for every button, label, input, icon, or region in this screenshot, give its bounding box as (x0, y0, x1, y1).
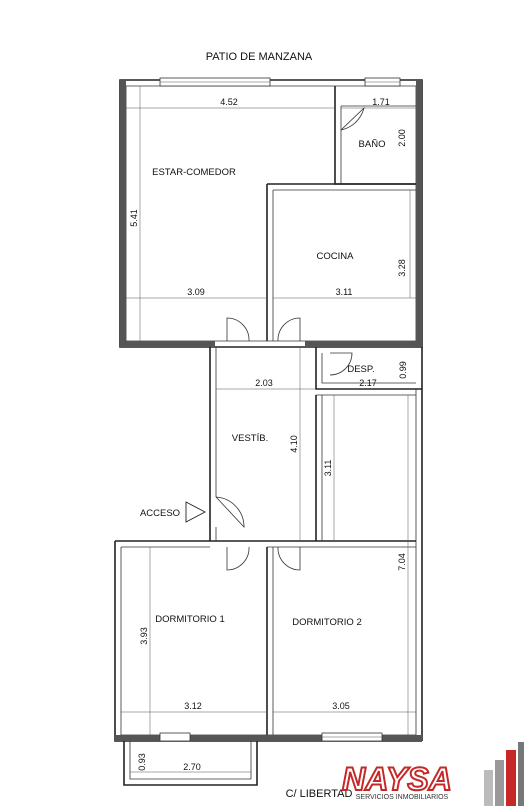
door-dorm2 (277, 546, 301, 571)
room-dormitorio-1: DORMITORIO 1 (155, 614, 225, 625)
naysa-logo: NAYSA SERVICIOS INMOBILIARIOS (341, 742, 524, 806)
logo-brand: NAYSA (342, 761, 452, 797)
room-vestibulo: VESTÍB. (232, 433, 268, 444)
dim-despensa-height: 0.99 (398, 361, 408, 379)
door-bano (340, 106, 365, 131)
dim-estar-height: 5.41 (129, 209, 139, 227)
dim-dorm2-height: 7.04 (397, 553, 407, 571)
dim-cocina-width: 3.11 (336, 287, 353, 297)
exterior-walls (114, 79, 423, 742)
dim-vestibulo-height: 4.10 (289, 435, 299, 453)
door-entrance (215, 496, 245, 529)
dim-despensa-width: 2.17 (359, 378, 377, 388)
room-despensa: DESP. (347, 364, 374, 375)
door-dorm1 (226, 546, 250, 571)
room-estar-comedor: ESTAR-COMEDOR (152, 167, 236, 178)
dim-estar-width-bottom: 3.09 (187, 287, 205, 297)
dim-dorm2-vertical: 3.11 (323, 460, 333, 477)
entrance-arrow-icon (185, 501, 206, 523)
dim-estar-width-top: 4.52 (220, 97, 238, 107)
room-cocina: COCINA (317, 251, 355, 262)
building-icon (484, 742, 524, 806)
entrance-label: ACCESO (140, 508, 180, 519)
bottom-windows (159, 732, 383, 742)
room-bano: BAÑO (359, 139, 386, 150)
dim-bano-width: 1.71 (372, 97, 390, 107)
dim-balcony-width: 2.70 (183, 762, 201, 772)
dim-balcony-height: 0.93 (137, 753, 147, 771)
door-estar (226, 317, 250, 342)
wall-fills (115, 80, 422, 741)
dim-vestibulo-width: 2.03 (255, 378, 273, 388)
logo-tagline: SERVICIOS INMOBILIARIOS (356, 794, 449, 801)
doors (215, 106, 365, 571)
street-label: C/ LIBERTAD (286, 788, 353, 800)
dim-dorm2-width: 3.05 (332, 701, 350, 711)
room-dormitorio-2: DORMITORIO 2 (292, 617, 362, 628)
dim-cocina-height: 3.28 (397, 259, 407, 277)
door-despensa (329, 352, 353, 376)
top-windows (159, 77, 401, 87)
dim-bano-height: 2.00 (397, 129, 407, 147)
door-cocina (277, 317, 301, 342)
dim-dorm1-height: 3.93 (139, 627, 149, 645)
interior-walls (210, 86, 422, 735)
dimension-lines (121, 86, 416, 773)
plan-title: PATIO DE MANZANA (206, 51, 313, 63)
balcony (123, 741, 258, 786)
dim-dorm1-width: 3.12 (184, 701, 202, 711)
